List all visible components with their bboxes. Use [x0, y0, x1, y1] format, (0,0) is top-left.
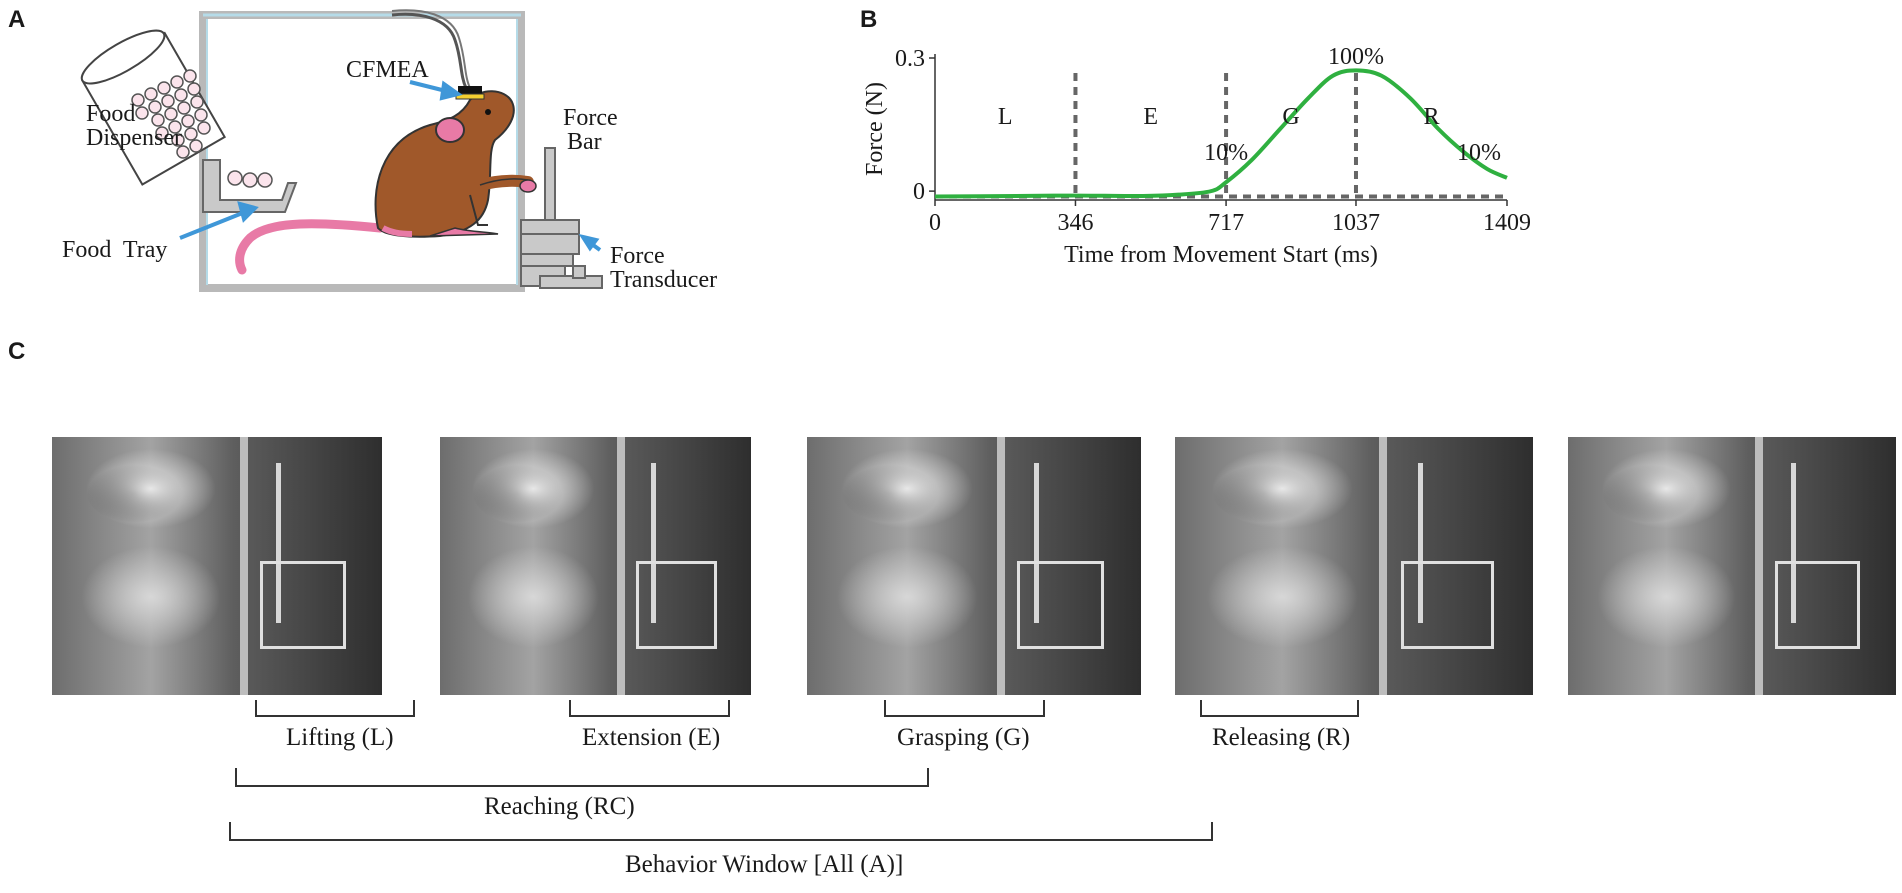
force-bar-label-line2: Bar [567, 129, 602, 155]
food-pellets [131, 69, 211, 159]
phase-label: L [998, 104, 1013, 130]
x-tick-label: 346 [1057, 210, 1093, 236]
bracket-lifting [255, 700, 415, 717]
force-series-line [934, 68, 1508, 199]
x-axis-title: Time from Movement Start (ms) [1064, 242, 1378, 268]
bracket-releasing [1200, 700, 1359, 717]
force-transducer-label-line2: Transducer [610, 267, 718, 293]
force-bar-rod [1418, 462, 1424, 623]
behavior-window-label: Behavior Window [All (A)] [625, 851, 904, 878]
video-frame [1175, 437, 1533, 695]
panel-a-illustration [80, 9, 603, 292]
blue-arrows [179, 80, 602, 252]
food-tray [202, 159, 298, 213]
phase-label: E [1143, 104, 1158, 130]
force-bar-post [635, 560, 717, 649]
bracket-behavior-window [229, 822, 1213, 841]
force-bar-rod [1034, 462, 1040, 623]
video-frame [1568, 437, 1896, 695]
headstage [458, 86, 482, 96]
force-bar-post [259, 560, 346, 649]
food-dispenser-label-line2: Dispenser [86, 125, 182, 151]
y-axis-title: Force (N) [862, 82, 888, 176]
apparatus-bar [1379, 437, 1388, 695]
extension-label: Extension (E) [582, 724, 721, 751]
force-bar-rod [1791, 462, 1797, 623]
apparatus-bar [997, 437, 1006, 695]
x-tick-label: 0 [929, 210, 941, 236]
panel-c-letter: C [8, 338, 26, 365]
phase-brackets [229, 700, 1359, 841]
force-bar-label-line1: Force [563, 105, 618, 131]
force-transducer-label-line1: Force [610, 243, 665, 269]
cable [391, 12, 468, 89]
force-bar-post [1017, 560, 1105, 649]
food-dispenser-label-line1: Food [86, 101, 136, 127]
rat-tail [235, 219, 385, 275]
video-frame [52, 437, 382, 695]
grasping-label: Grasping (G) [897, 724, 1030, 751]
x-tick-label: 717 [1208, 210, 1244, 236]
phase-label: R [1423, 104, 1439, 130]
bracket-grasping [884, 700, 1045, 717]
percent-annotation: 100% [1328, 44, 1384, 70]
panel-b-letter: B [860, 6, 878, 33]
y-tick-label: 0 [913, 179, 925, 205]
apparatus-bar [617, 437, 626, 695]
percent-annotation: 10% [1204, 140, 1248, 166]
force-bar-rod [276, 462, 282, 623]
phase-label: G [1282, 104, 1299, 130]
video-frame [807, 437, 1141, 695]
bracket-extension [569, 700, 730, 717]
x-tick-label: 1037 [1332, 210, 1380, 236]
apparatus-bar [240, 437, 249, 695]
y-tick-label: 0.3 [895, 46, 925, 72]
lifting-label: Lifting (L) [286, 724, 394, 751]
force-chart: 0.3 00 346 717 1037 1409 L E G R 10% 100% 10% Time fr… [862, 44, 1531, 268]
panel-a-letter: A [8, 6, 26, 33]
video-frame [440, 437, 751, 695]
releasing-label: Releasing (R) [1212, 724, 1351, 751]
force-apparatus [520, 147, 603, 289]
food-tray-label: Food Tray [62, 237, 168, 263]
force-bar-post [1774, 560, 1860, 649]
x-tick-label: 1409 [1483, 210, 1531, 236]
reaching-label: Reaching (RC) [484, 793, 635, 820]
force-bar-post [1400, 560, 1494, 649]
apparatus-bar [1754, 437, 1763, 695]
rat-body [374, 90, 537, 238]
cfmea-label: CFMEA [346, 57, 429, 83]
bracket-reaching [235, 768, 929, 787]
percent-annotation: 10% [1457, 140, 1501, 166]
force-bar-rod [651, 462, 657, 623]
